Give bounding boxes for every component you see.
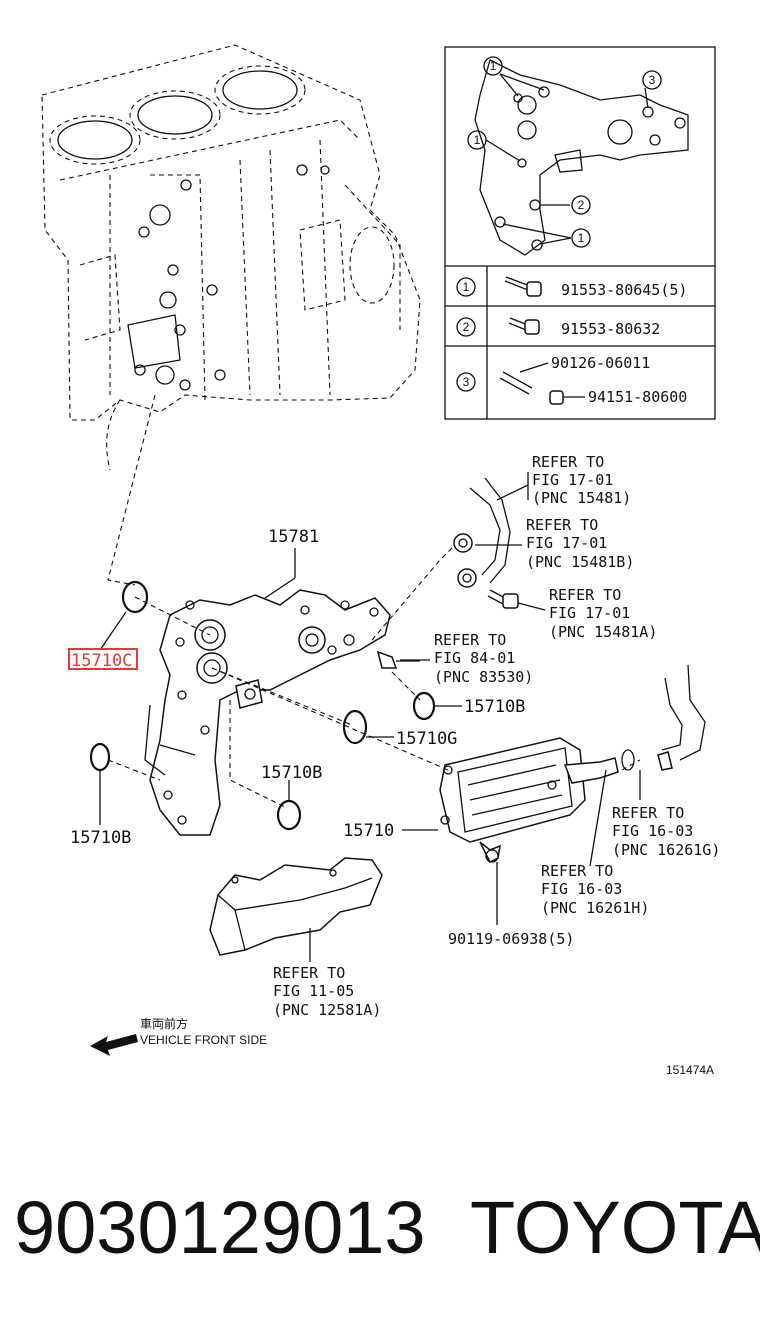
svg-text:90126-06011: 90126-06011	[551, 354, 650, 372]
engine-block-drawing	[41, 44, 421, 471]
svg-text:90119-06938(5): 90119-06938(5)	[448, 930, 574, 948]
refer-fig11-12581a: REFER TO FIG 11-05 (PNC 12581A)	[273, 928, 381, 1019]
svg-text:(PNC 15481): (PNC 15481)	[532, 489, 631, 507]
marker-1-top: 1	[483, 56, 503, 76]
svg-text:(PNC 12581A): (PNC 12581A)	[273, 1001, 381, 1019]
marker-3: 3	[642, 70, 662, 90]
svg-text:(PNC 15481A): (PNC 15481A)	[549, 623, 657, 641]
marker-1-mid: 1	[467, 130, 487, 150]
svg-text:REFER TO: REFER TO	[549, 586, 621, 604]
svg-text:94151-80600: 94151-80600	[588, 388, 687, 406]
svg-text:REFER TO: REFER TO	[541, 862, 613, 880]
inset-box: 1 3 1 2 1 1 91553-80645(5) 2	[444, 46, 716, 420]
svg-text:(PNC 83530): (PNC 83530)	[434, 668, 533, 686]
o-ring-15710b-left	[89, 742, 111, 772]
refer-fig17-15481: REFER TO FIG 17-01 (PNC 15481)	[496, 453, 631, 507]
illustration-id: 151474A	[666, 1063, 714, 1077]
callout-15710b-left: 15710B	[70, 770, 131, 848]
svg-text:FIG 17-01: FIG 17-01	[526, 534, 607, 552]
footer: 9030129013 TOYOTA	[0, 1185, 760, 1285]
svg-text:REFER TO: REFER TO	[434, 631, 506, 649]
svg-text:(PNC 15481B): (PNC 15481B)	[526, 553, 634, 571]
svg-text:(PNC 16261G): (PNC 16261G)	[612, 841, 720, 859]
svg-text:VEHICLE FRONT SIDE: VEHICLE FRONT SIDE	[140, 1033, 267, 1047]
callout-15710: 15710	[343, 821, 438, 841]
inset-row-1: 1 91553-80645(5)	[456, 276, 687, 299]
svg-text:3: 3	[463, 375, 470, 389]
oil-pan-baffle	[209, 857, 383, 956]
vehicle-front-arrow: 車両前方 VEHICLE FRONT SIDE	[90, 1016, 267, 1056]
svg-text:1: 1	[463, 280, 470, 294]
refer-fig16-16261g: REFER TO FIG 16-03 (PNC 16261G)	[612, 770, 720, 859]
hose-right	[661, 664, 706, 761]
refer-fig17-15481a: REFER TO FIG 17-01 (PNC 15481A)	[517, 586, 657, 641]
brand-name: TOYOTA	[470, 1186, 760, 1269]
highlight-box	[68, 648, 138, 670]
svg-text:15710B: 15710B	[464, 697, 525, 717]
svg-text:REFER TO: REFER TO	[526, 516, 598, 534]
callout-15710b-mid: 15710B	[261, 763, 322, 801]
svg-text:15781: 15781	[268, 527, 319, 547]
callout-90119: 90119-06938(5)	[448, 862, 574, 948]
marker-2: 2	[571, 195, 591, 215]
refer-fig17-15481b: REFER TO FIG 17-01 (PNC 15481B)	[475, 516, 634, 571]
svg-text:3: 3	[649, 73, 656, 87]
svg-text:1: 1	[578, 231, 585, 245]
svg-text:FIG 11-05: FIG 11-05	[273, 982, 354, 1000]
svg-text:15710: 15710	[343, 821, 394, 841]
marker-1-bottom: 1	[571, 228, 591, 248]
svg-text:15710C: 15710C	[71, 651, 132, 671]
oil-pipe	[453, 477, 519, 609]
svg-text:FIG 16-03: FIG 16-03	[541, 880, 622, 898]
svg-text:車両前方: 車両前方	[140, 1016, 188, 1031]
dashed-guides	[107, 394, 641, 808]
refer-fig84-83530: REFER TO FIG 84-01 (PNC 83530)	[400, 631, 533, 686]
o-ring-15710g	[342, 709, 368, 745]
refer-fig16-16261h: REFER TO FIG 16-03 (PNC 16261H)	[541, 769, 649, 917]
svg-text:15710B: 15710B	[261, 763, 322, 783]
svg-text:91553-80632: 91553-80632	[561, 320, 660, 338]
svg-text:FIG 17-01: FIG 17-01	[532, 471, 613, 489]
o-ring-15710c	[121, 580, 149, 614]
svg-text:REFER TO: REFER TO	[532, 453, 604, 471]
inset-row-3: 3 90126-06011 94151-80600	[456, 354, 687, 406]
inset-row-2: 2 91553-80632	[456, 317, 660, 338]
callout-15710c: 15710C	[68, 611, 138, 671]
callout-15781: 15781	[264, 527, 319, 599]
svg-text:FIG 84-01: FIG 84-01	[434, 649, 515, 667]
svg-text:15710G: 15710G	[396, 729, 457, 749]
svg-text:91553-80645(5): 91553-80645(5)	[561, 281, 687, 299]
part-number: 9030129013	[14, 1186, 426, 1269]
svg-text:(PNC 16261H): (PNC 16261H)	[541, 899, 649, 917]
svg-text:1: 1	[490, 59, 497, 73]
svg-text:FIG 16-03: FIG 16-03	[612, 822, 693, 840]
callout-15710g: 15710G	[366, 729, 457, 749]
svg-text:15710B: 15710B	[70, 828, 131, 848]
svg-text:2: 2	[578, 198, 585, 212]
o-ring-15710b-right	[412, 691, 436, 721]
svg-text:REFER TO: REFER TO	[273, 964, 345, 982]
oil-pressure-switch	[376, 650, 420, 669]
svg-text:REFER TO: REFER TO	[612, 804, 684, 822]
svg-text:FIG 17-01: FIG 17-01	[549, 604, 630, 622]
svg-text:1: 1	[474, 133, 481, 147]
callout-15710b-right: 15710B	[434, 697, 525, 717]
oil-cooler	[439, 737, 673, 864]
svg-text:2: 2	[463, 320, 470, 334]
